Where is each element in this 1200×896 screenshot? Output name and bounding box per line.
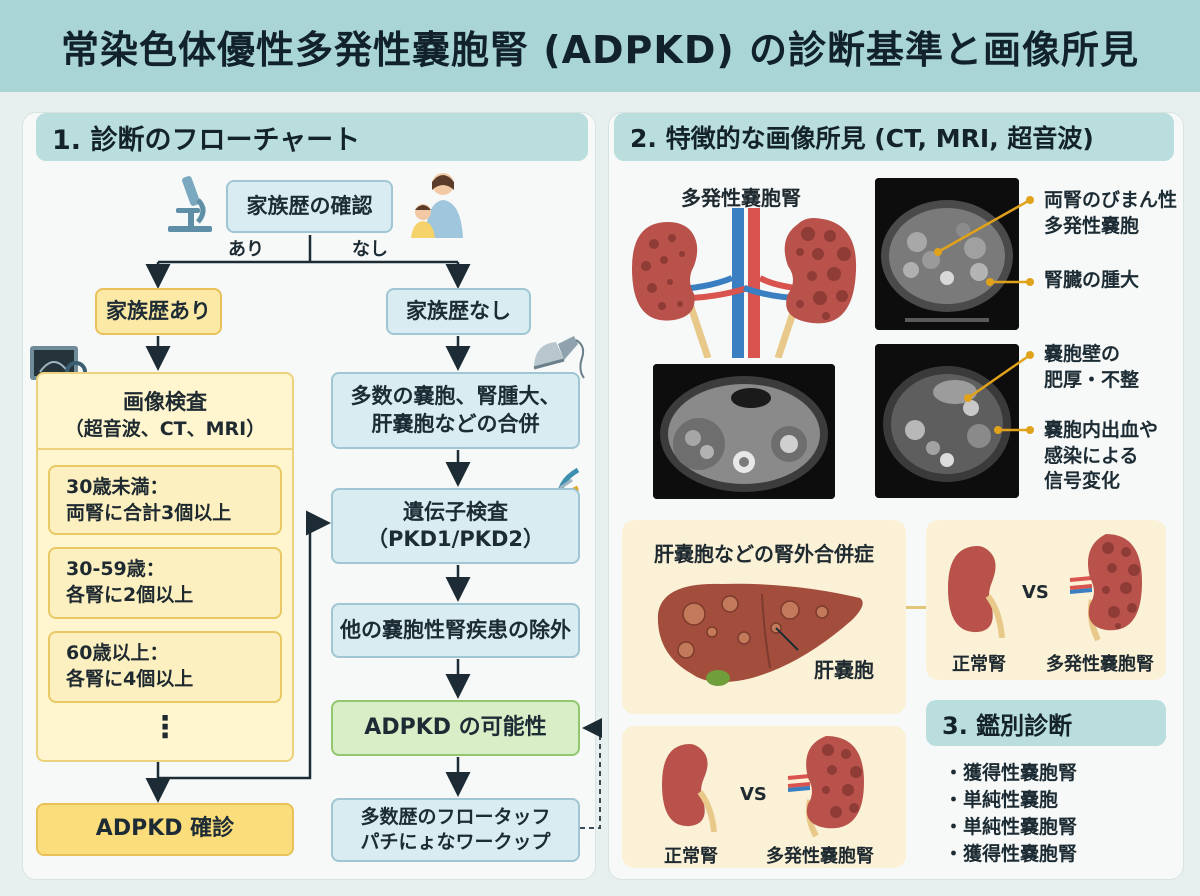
family-history-yes: 家族歴あり — [95, 288, 222, 335]
annotation-cyst-wall-line1: 嚢胞壁の — [1044, 343, 1121, 365]
imaging-title-divider — [36, 448, 294, 450]
normal-kidney-label-top: 正常腎 — [952, 654, 1006, 675]
workup-line2: パチにょなワークップ — [360, 831, 551, 853]
genetic-test-box: 遺伝子検査 （PKD1/PKD2） — [331, 488, 580, 564]
exclusion-box: 他の嚢胞性腎疾患の除外 — [331, 603, 580, 658]
criteria-under-30: 30歳未満： 両腎に合計3個以上 — [48, 465, 282, 535]
criteria-under-30-count: 両腎に合計3個以上 — [66, 501, 232, 524]
normal-kidney-icon — [948, 546, 1005, 638]
differential-list: ・獲得性嚢胞腎 ・単純性嚢胞 ・単純性嚢胞腎 ・獲得性嚢胞腎 — [944, 760, 1077, 868]
annotation-diffuse-cysts-line1: 両腎のびまん性 — [1044, 189, 1178, 211]
page-title: 常染色体優性多発性嚢胞腎 (ADPKD) の診断基準と画像所見 — [61, 27, 1139, 72]
ultrasound-probe-icon — [533, 336, 585, 379]
differential-item: ・獲得性嚢胞腎 — [944, 842, 1078, 865]
vs-label-top: VS — [1022, 582, 1049, 603]
family-history-check: 家族歴の確認 — [226, 180, 393, 233]
mri-scan — [875, 344, 1019, 498]
annotation-cyst-wall: 嚢胞壁の 肥厚・不整 — [1044, 342, 1139, 393]
adpkd-definite-diagnosis: ADPKD 確診 — [36, 803, 294, 856]
ct-scan-bottom — [653, 364, 835, 499]
liver-cyst-label: 肝嚢胞 — [814, 658, 874, 682]
pkd-kidney-icon-top — [1069, 534, 1142, 642]
family-history-no: 家族歴なし — [386, 288, 531, 335]
annotation-hemorrhage: 嚢胞内出血や 感染による 信号変化 — [1044, 418, 1158, 495]
differential-item: ・獲得性嚢胞腎 — [944, 762, 1078, 784]
annotation-kidney-enlargement: 腎臓の腫大 — [1044, 269, 1140, 291]
differential-item: ・単純性嚢胞腎 — [944, 815, 1078, 838]
imaging-heading: 2. 特徴的な画像所見 (CT, MRI, 超音波) — [614, 113, 1174, 161]
polycystic-kidneys-illustration — [632, 208, 857, 358]
pkd-kidney-icon-bottom — [787, 736, 864, 838]
pkd-kidney-label-top: 多発性嚢胞腎 — [1046, 654, 1154, 675]
title-bar — [0, 0, 1200, 92]
ct-scan-top — [875, 178, 1019, 330]
annotation-cyst-wall-line2: 肥厚・不整 — [1044, 368, 1140, 391]
multiple-cysts-line2: 肝嚢胞などの合併 — [371, 411, 540, 436]
criteria-30-59-age: 30-59歳： — [66, 558, 165, 580]
imaging-test-title: 画像検査 — [123, 390, 207, 414]
criteria-over-60-count: 各腎に4個以上 — [66, 667, 194, 690]
branch-yes-label: あり — [228, 239, 264, 260]
flowchart-heading: 1. 診断のフローチャート — [36, 113, 588, 161]
workup-line1: 多数歴のフロータッフ — [360, 806, 551, 829]
pkd-kidney-label-bottom: 多発性嚢胞腎 — [766, 846, 874, 867]
annotation-hemorrhage-line1: 嚢胞内出血や — [1044, 419, 1159, 441]
liver-cysts-illustration — [657, 583, 863, 686]
genetic-test-title: 遺伝子検査 — [403, 499, 508, 524]
criteria-under-30-age: 30歳未満： — [66, 476, 169, 498]
genetic-test-genes: （PKD1/PKD2） — [366, 527, 545, 551]
imaging-test-modalities: （超音波、CT、MRI） — [64, 418, 266, 440]
criteria-30-59-count: 各腎に2個以上 — [66, 583, 194, 606]
annotation-diffuse-cysts: 両腎のびまん性 多発性嚢胞 — [1044, 188, 1177, 239]
normal-kidney-label-bottom: 正常腎 — [664, 846, 718, 867]
normal-kidney-icon-bottom — [662, 744, 717, 832]
comparison-connector — [906, 606, 926, 609]
vs-label-bottom: VS — [740, 784, 767, 805]
workup-box: 多数歴のフロータッフ パチにょなワークップ — [331, 798, 580, 862]
family-icon — [411, 173, 463, 238]
annotation-diffuse-cysts-line2: 多発性嚢胞 — [1044, 214, 1140, 237]
pkd-illustration-label: 多発性嚢胞腎 — [681, 186, 801, 210]
criteria-30-59: 30-59歳： 各腎に2個以上 — [48, 547, 282, 619]
annotation-hemorrhage-line2: 感染による — [1044, 444, 1139, 467]
liver-complication-title: 肝嚢胞などの腎外合併症 — [654, 542, 874, 566]
annotation-hemorrhage-line3: 信号変化 — [1044, 470, 1121, 493]
criteria-over-60-age: 60歳以上： — [66, 642, 169, 664]
adpkd-possibility-box: ADPKD の可能性 — [331, 700, 580, 756]
microscope-icon — [168, 176, 212, 232]
differential-heading: 3. 鑑別診断 — [926, 700, 1166, 746]
multiple-cysts-box: 多数の嚢胞、腎腫大、 肝嚢胞などの合併 — [331, 372, 580, 449]
branch-no-label: なし — [352, 239, 388, 260]
differential-item: ・単純性嚢胞 — [944, 788, 1059, 811]
criteria-ellipsis: ⋮ — [150, 710, 180, 745]
criteria-over-60: 60歳以上： 各腎に4個以上 — [48, 631, 282, 703]
multiple-cysts-line1: 多数の嚢胞、腎腫大、 — [350, 384, 561, 409]
